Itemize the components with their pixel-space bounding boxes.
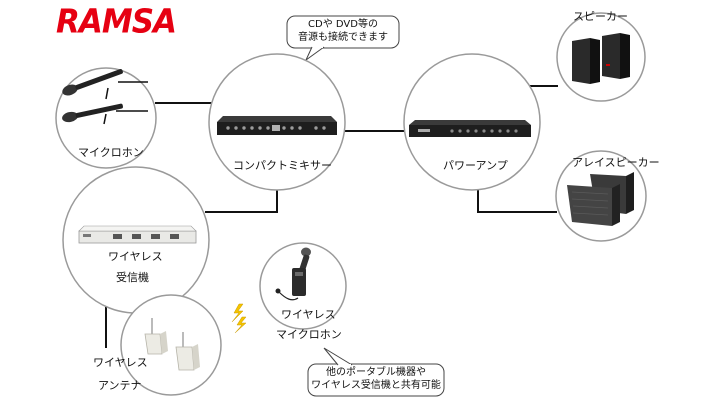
- callout-cd-dvd-line1: CDや DVD等の: [308, 19, 378, 30]
- callout-portable-line1: 他のポータブル機器や: [326, 367, 426, 378]
- callout-portable: [307, 347, 445, 397]
- lightning-icon: [231, 303, 247, 334]
- speaker-icon: [572, 33, 630, 84]
- mixer-label: コンパクトミキサー: [233, 159, 332, 172]
- array-speaker-label: アレイスピーカー: [572, 156, 660, 169]
- power-amp-icon: [409, 120, 531, 137]
- speaker-node: [556, 12, 646, 102]
- callout-cd-dvd-line2: 音源も接続できます: [298, 32, 388, 43]
- antenna-node: [120, 294, 222, 396]
- callout-portable-line2: ワイヤレス受信機と共有可能: [311, 380, 441, 391]
- wireless-microphone-icon: [275, 247, 311, 301]
- line-amp-array: [477, 188, 557, 213]
- wireless-mic-label-2: マイクロホン: [276, 328, 342, 341]
- array-speaker-icon: [567, 172, 634, 226]
- wireless-receiver-label-1: ワイヤレス: [108, 250, 163, 263]
- speaker-label: スピーカー: [573, 10, 628, 23]
- antenna-label-2: アンテナ: [98, 379, 142, 392]
- line-receiver-mixer: [205, 188, 278, 213]
- callout-portable-text: 他のポータブル機器や ワイヤレス受信機と共有可能: [310, 366, 442, 392]
- microphone-label: マイクロホン: [78, 146, 144, 159]
- antenna-label-1: ワイヤレス: [93, 356, 148, 369]
- power-amp-label: パワーアンプ: [443, 159, 508, 172]
- wireless-receiver-icon: [78, 225, 197, 244]
- wireless-receiver-label-2: 受信機: [116, 271, 149, 284]
- antenna-icon: [144, 318, 200, 371]
- microphone-icon: [62, 69, 148, 125]
- mixer-icon: [217, 116, 337, 135]
- callout-cd-dvd-text: CDや DVD等の 音源も接続できます: [289, 18, 397, 44]
- wireless-mic-label-1: ワイヤレス: [281, 308, 336, 321]
- ramsa-logo: RAMSA: [56, 3, 177, 41]
- microphone-node: [55, 67, 157, 169]
